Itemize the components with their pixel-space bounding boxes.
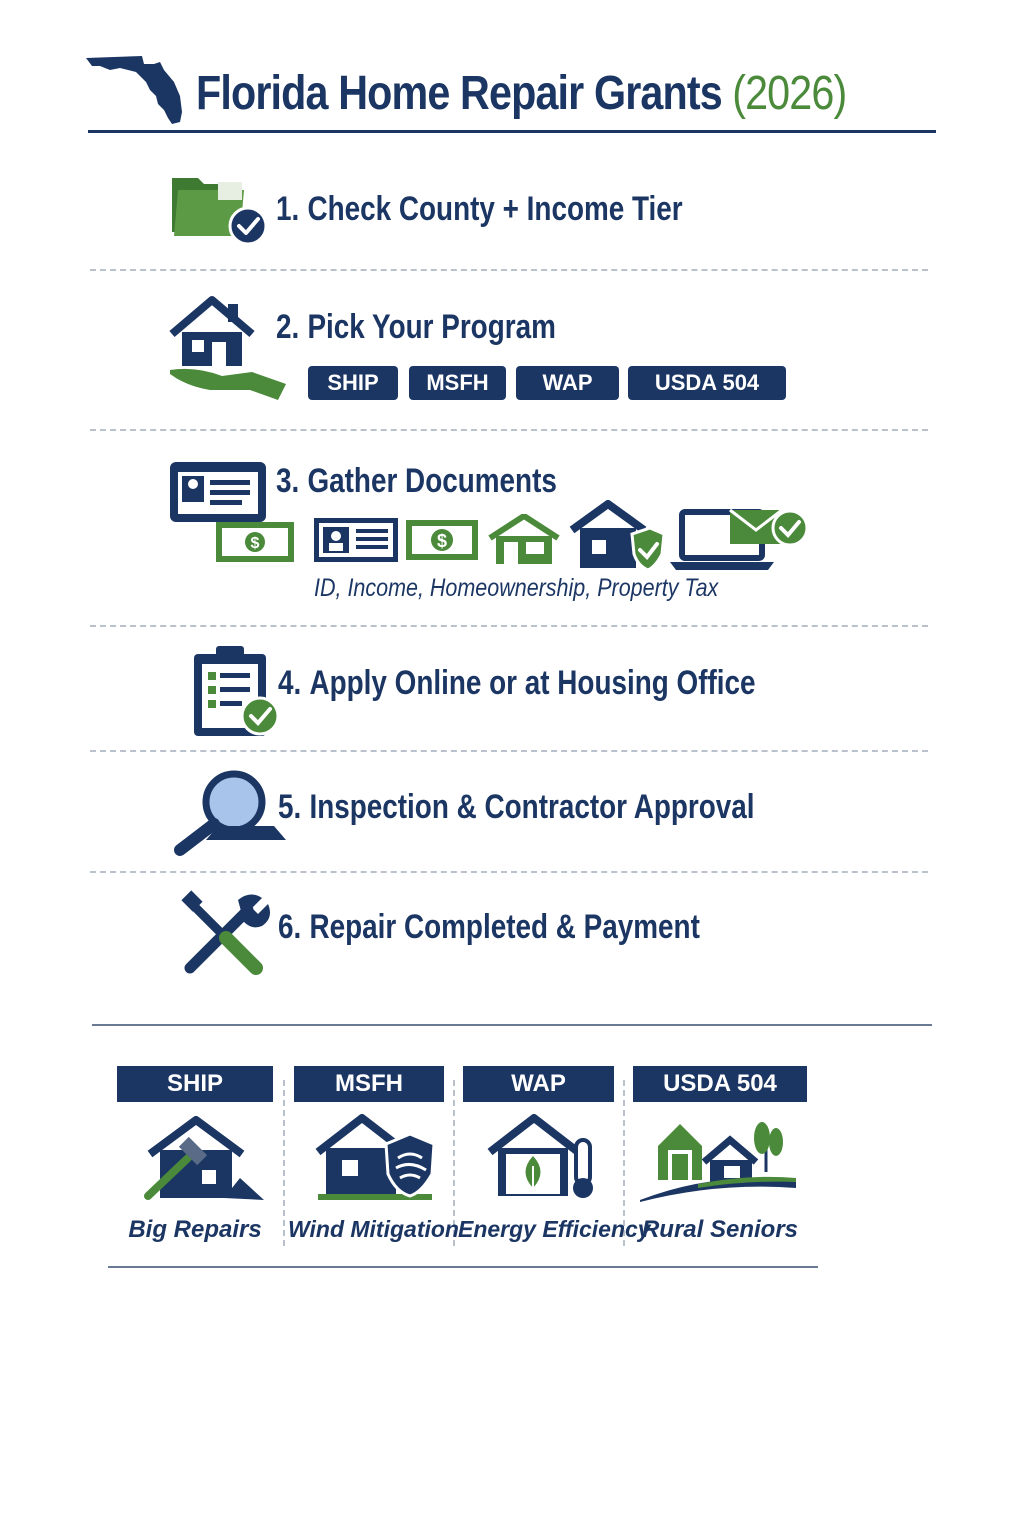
step-label: Pick Your Program xyxy=(307,308,556,346)
step-number: 2. xyxy=(276,308,300,346)
folder-check-icon xyxy=(172,178,268,246)
title-text: Florida Home Repair Grants xyxy=(196,66,723,120)
house-hand-icon xyxy=(169,296,286,400)
step-5-title: 5.Inspection & Contractor Approval xyxy=(278,788,755,827)
divider xyxy=(90,429,928,431)
card-caption-wap: Energy Efficiency xyxy=(458,1216,651,1242)
card-caption-msfh: Wind Mitigation xyxy=(288,1216,459,1242)
magnifier-icon xyxy=(174,770,286,856)
tools-icon xyxy=(181,890,270,975)
divider xyxy=(90,269,928,271)
section-rule xyxy=(108,1266,818,1268)
svg-text:$: $ xyxy=(251,535,260,552)
step-6-title: 6.Repair Completed & Payment xyxy=(278,908,700,947)
program-pill-usda-504: USDA 504 xyxy=(628,366,786,400)
house-leaf-thermometer-icon xyxy=(487,1114,593,1198)
clipboard-check-icon xyxy=(194,646,280,736)
house-shield-wind-icon xyxy=(315,1114,436,1200)
card-separator xyxy=(283,1080,285,1246)
card-head-wap: WAP xyxy=(463,1066,614,1102)
header-rule xyxy=(88,130,936,133)
step-number: 1. xyxy=(276,190,300,228)
id-card-icon xyxy=(314,518,398,562)
step-2-title: 2.Pick Your Program xyxy=(276,308,556,347)
step-3-title: 3.Gather Documents xyxy=(276,462,557,501)
step-number: 4. xyxy=(278,664,302,702)
card-separator xyxy=(623,1080,625,1246)
section-rule xyxy=(92,1024,932,1026)
card-caption-ship: Big Repairs xyxy=(128,1216,262,1243)
florida-map-icon xyxy=(86,56,182,124)
step-label: Gather Documents xyxy=(307,462,557,500)
program-pill-ship: SHIP xyxy=(308,366,398,400)
step-number: 3. xyxy=(276,462,300,500)
divider xyxy=(90,871,928,873)
house-icon xyxy=(488,514,560,564)
svg-text:$: $ xyxy=(437,531,447,551)
step-1-title: 1.Check County + Income Tier xyxy=(276,190,683,229)
title-year: (2026) xyxy=(732,66,847,120)
step-number: 5. xyxy=(278,788,302,826)
step-label: Apply Online or at Housing Office xyxy=(309,664,756,702)
step-4-title: 4.Apply Online or at Housing Office xyxy=(278,664,756,703)
step-label: Repair Completed & Payment xyxy=(309,908,700,946)
program-pill-wap: WAP xyxy=(516,366,619,400)
card-head-usda-504: USDA 504 xyxy=(633,1066,807,1102)
divider xyxy=(90,750,928,752)
card-caption-usda-504: Rural Seniors xyxy=(641,1216,799,1243)
step-label: Inspection & Contractor Approval xyxy=(309,788,755,826)
card-head-msfh: MSFH xyxy=(294,1066,444,1102)
rural-barn-house-icon xyxy=(640,1122,796,1202)
house-shield-icon xyxy=(569,500,666,572)
documents-caption: ID, Income, Homeownership, Property Tax xyxy=(314,574,719,602)
card-head-ship: SHIP xyxy=(117,1066,273,1102)
program-pill-msfh: MSFH xyxy=(409,366,506,400)
laptop-email-icon xyxy=(670,508,809,570)
documents-icon: $ xyxy=(170,462,294,562)
step-label: Check County + Income Tier xyxy=(307,190,683,228)
cash-icon: $ xyxy=(406,520,478,560)
page-title: Florida Home Repair Grants (2026) xyxy=(196,58,847,128)
divider xyxy=(90,625,928,627)
step-number: 6. xyxy=(278,908,302,946)
house-hammer-icon xyxy=(144,1116,264,1200)
card-separator xyxy=(453,1080,455,1246)
